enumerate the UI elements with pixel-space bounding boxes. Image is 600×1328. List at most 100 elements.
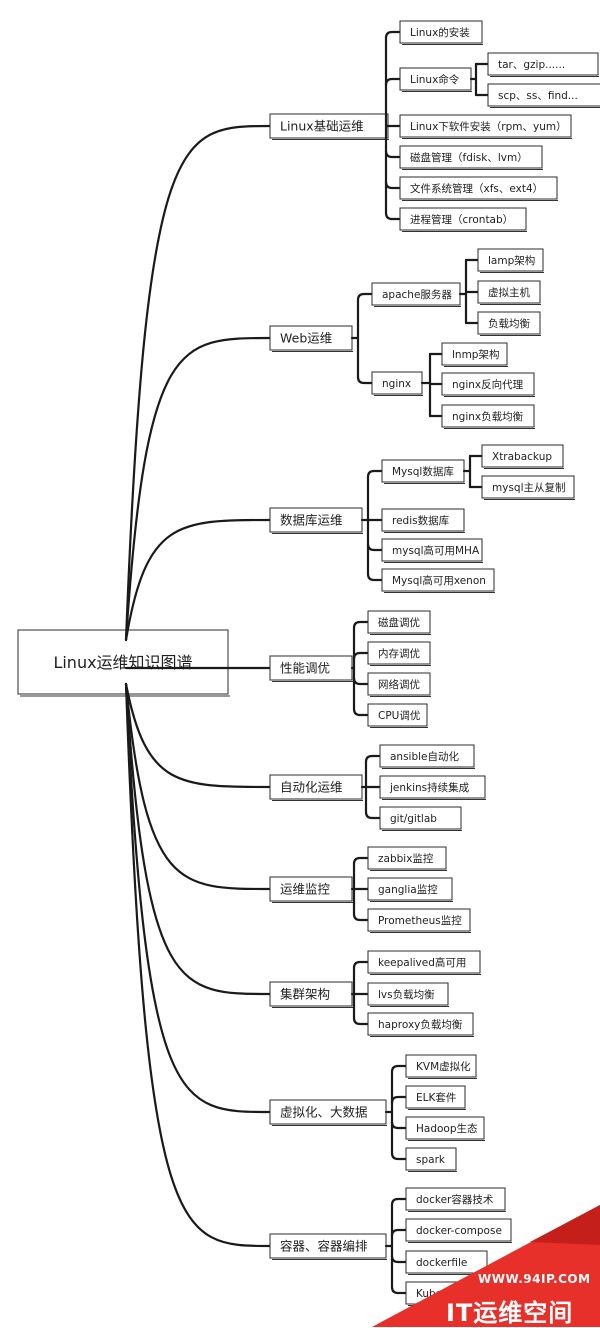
leaf-node-5-0-label: zabbix监控 — [378, 852, 434, 865]
leaf-node-0-4-label: 文件系统管理（xfs、ext4） — [410, 182, 543, 195]
leaf-node-5-2-box — [367, 908, 471, 932]
leaf-node-0-5-box — [399, 207, 527, 231]
connector-4-0 — [364, 754, 382, 764]
leaf-node-8-0-label: docker容器技术 — [416, 1193, 494, 1206]
connector-5-0 — [352, 856, 370, 866]
branch-node-6-label: 集群架构 — [280, 987, 330, 1002]
leaf-node-4-2-box — [379, 806, 462, 830]
leaf-node-2-1-box — [381, 508, 465, 532]
leaf-node-1-0-0-box — [477, 248, 544, 272]
branch-node-4-box — [269, 774, 363, 800]
leaf-node-5-1-box — [367, 877, 453, 901]
leaf-node-7-2-box — [405, 1116, 485, 1140]
leaf-node-4-1-box — [379, 775, 486, 799]
branch-node-5-label: 运维监控 — [280, 882, 331, 897]
leaf-node-1-1-1-label: nginx反向代理 — [452, 378, 524, 391]
leaf-node-5-0-box — [367, 846, 447, 870]
connector-7-0 — [390, 1064, 408, 1074]
connector-4-2 — [364, 810, 382, 820]
leaf-node-1-0-2-box — [477, 311, 541, 335]
branch-node-7-box — [269, 1099, 387, 1125]
leaf-node-2-3-label: Mysql高可用xenon — [392, 574, 486, 587]
leaf-node-1-1-2-box — [441, 404, 535, 428]
branch-node-7-label: 虚拟化、大数据 — [280, 1105, 368, 1120]
connector-7-1 — [390, 1095, 408, 1105]
leaf-node-7-3-box — [405, 1147, 457, 1171]
leaf-node-0-4-box — [399, 176, 558, 200]
leaf-node-1-1-0-box — [441, 342, 508, 366]
connector-1-1 — [356, 375, 374, 385]
leaf-node-4-0-box — [379, 744, 475, 768]
branch-node-0-label: Linux基础运维 — [280, 119, 364, 134]
leaf-node-0-5-label: 进程管理（crontab） — [410, 213, 513, 226]
connector-3-2 — [352, 676, 370, 686]
connector-0-5 — [384, 211, 402, 221]
leaf-node-1-0-0-label: lamp架构 — [488, 254, 535, 267]
leaf-node-3-3-label: CPU调优 — [378, 709, 420, 722]
connector-2-2 — [366, 542, 384, 552]
branch-node-5-box — [269, 876, 353, 902]
leaf-node-7-0-box — [405, 1054, 477, 1078]
leaf-node-5-1-label: ganglia监控 — [378, 883, 438, 896]
connector-2-3 — [366, 572, 384, 582]
branch-node-1-box — [269, 325, 353, 351]
leaf-node-2-0-0-label: Xtrabackup — [492, 451, 552, 463]
connector-root-branch-0 — [124, 124, 272, 642]
root-node-box — [17, 629, 229, 695]
leaf-node-2-0-0-box — [481, 444, 564, 468]
connector-8-2 — [390, 1254, 408, 1264]
branch-node-2-box — [269, 507, 363, 533]
leaf-node-1-1-0-label: lnmp架构 — [452, 348, 499, 361]
leaf-node-2-2-box — [381, 538, 483, 562]
leaf-node-0-3-label: 磁盘管理（fdisk、lvm） — [410, 151, 528, 164]
connector-0-0 — [384, 30, 402, 40]
leaf-node-8-2-label: dockerfile — [416, 1257, 467, 1269]
leaf-node-7-1-label: ELK套件 — [416, 1091, 456, 1104]
branch-node-1-label: Web运维 — [280, 331, 332, 346]
leaf-node-3-3-box — [367, 703, 428, 727]
connector-3-0 — [352, 620, 370, 630]
leaf-node-6-2-box — [367, 1012, 474, 1036]
connector-root-branch-7 — [124, 682, 272, 1114]
leaf-node-1-1-label: nginx — [382, 378, 411, 390]
root-node-label: Linux运维知识图谱 — [53, 653, 192, 672]
connector-0-3 — [384, 149, 402, 159]
connector-8-0 — [390, 1197, 408, 1207]
leaf-node-0-2-label: Linux下软件安装（rpm、yum） — [410, 120, 567, 133]
branch-node-3-label: 性能调优 — [280, 661, 330, 676]
branch-node-8-label: 容器、容器编排 — [280, 1239, 368, 1254]
leaf-node-2-1-label: redis数据库 — [392, 514, 449, 527]
leaf-node-0-0-label: Linux的安装 — [410, 26, 470, 39]
leaf-node-0-1-label: Linux命令 — [410, 73, 460, 86]
connector-1-0 — [356, 292, 374, 302]
leaf-node-1-1-1-box — [441, 372, 535, 396]
leaf-node-1-0-1-label: 虚拟主机 — [488, 286, 530, 299]
leaf-node-0-1-1-box — [487, 83, 600, 107]
leaf-node-3-0-label: 磁盘调优 — [378, 616, 420, 629]
leaf-node-1-0-label: apache服务器 — [382, 288, 452, 301]
leaf-node-2-0-1-box — [481, 475, 575, 499]
leaf-node-3-0-box — [367, 610, 431, 634]
leaf-node-2-0-label: Mysql数据库 — [392, 465, 454, 478]
leaf-node-1-0-2-label: 负载均衡 — [488, 317, 530, 330]
connector-0-1 — [384, 77, 402, 87]
leaf-node-2-0-1-label: mysql主从复制 — [492, 481, 566, 494]
branch-node-4-label: 自动化运维 — [280, 780, 343, 795]
connector-8-1 — [390, 1228, 408, 1238]
leaf-node-4-2-label: git/gitlab — [390, 813, 437, 825]
leaf-node-6-1-box — [367, 982, 449, 1006]
leaf-node-2-3-box — [381, 568, 495, 592]
leaf-node-4-1-label: jenkins持续集成 — [389, 781, 470, 794]
connector-root-branch-5 — [124, 682, 272, 891]
leaf-node-7-0-label: KVM虚拟化 — [416, 1060, 471, 1073]
leaf-node-3-1-box — [367, 641, 431, 665]
leaf-node-3-2-box — [367, 672, 431, 696]
leaf-node-0-0-box — [399, 20, 483, 44]
connector-8-3 — [390, 1285, 408, 1295]
leaf-node-6-0-box — [367, 950, 481, 974]
connector-5-2 — [352, 912, 370, 922]
leaf-node-4-0-label: ansible自动化 — [390, 750, 460, 763]
leaf-node-3-2-label: 网络调优 — [378, 678, 420, 691]
connector-root-branch-6 — [124, 682, 272, 996]
connector-root-branch-1 — [124, 336, 272, 642]
